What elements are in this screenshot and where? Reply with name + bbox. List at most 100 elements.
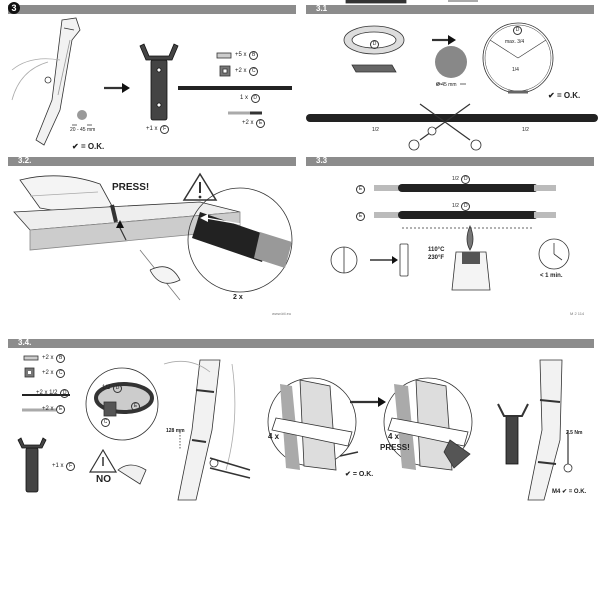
ok-label: ✔ = O.K. (548, 91, 581, 100)
part-f-qty: +1 x F (52, 462, 76, 471)
press-label-b: PRESS! (380, 443, 410, 452)
label-b: B (56, 354, 66, 363)
label-e: E (256, 119, 266, 128)
label-d: D (461, 175, 471, 184)
warning-triangle-icon-small (88, 448, 118, 473)
ring-label-e: E (130, 402, 140, 411)
half-left-label: 1/2 (372, 127, 379, 133)
count-label: 2 x (233, 294, 243, 301)
section-bar-3: 3 (8, 2, 296, 14)
step-number-badge: 3 (8, 2, 20, 14)
part-f-qty: +1 x F (146, 125, 170, 134)
ring-labels: 1/2 D (102, 384, 123, 393)
half-text: 1/2 (452, 203, 459, 209)
part-c-qty-text: +2 x (235, 68, 247, 74)
tube-label-e1: E (355, 185, 365, 194)
label-c: C (56, 369, 66, 378)
warning-triangle-icon (182, 172, 218, 201)
bike-frame-mounted-holder (497, 359, 563, 501)
tube-label-e2: E (355, 212, 365, 221)
part-f-qty-text: +1 x (52, 463, 64, 469)
part-e-qty: +2 x E (42, 405, 66, 414)
section-bar-3-4: 3.4. (8, 338, 594, 348)
part-b-qty: +5 x B (235, 51, 259, 60)
quarter-label: 1/4 (512, 67, 519, 73)
section-bar-3-2: 3.2. (8, 156, 296, 166)
ring-label-c: C (100, 418, 110, 427)
part-d-qty-text: 1 x (240, 95, 249, 101)
label-d: D (370, 40, 379, 49)
part-c-qty: +2 x C (235, 67, 259, 76)
time-label: < 1 min. (540, 273, 563, 279)
clamp-label-d: D (369, 40, 379, 49)
torque-label: 2.5 Nm (566, 430, 583, 436)
scissors-icon (408, 103, 482, 151)
temperature-label: 110°C 230°F (428, 247, 445, 261)
label-d: D (513, 26, 522, 35)
bottle-cage-holder-small (17, 437, 47, 493)
m4-ok-label: M4 ✔ = O.K. (552, 489, 587, 495)
ok-label-a: ✔ = O.K. (345, 471, 374, 478)
ok-label: ✔ = O.K. (72, 142, 105, 151)
count-label-a: 4 x (268, 432, 280, 441)
section-label: 3.4. (18, 338, 32, 347)
section-bar-3-1: 3.1 (306, 4, 594, 14)
max-label: max. 3/4 (505, 39, 525, 45)
distance-label: 128 mm (166, 428, 185, 434)
half-text: 1/2 (452, 176, 459, 182)
part-f-qty-text: +1 x (146, 126, 158, 132)
half-right-label: 1/2 (522, 127, 529, 133)
lighter-flame-illustration (451, 224, 491, 291)
tube-half-1: 1/2 D (452, 175, 471, 184)
section-label: 3.1 (316, 4, 328, 13)
circle-label-d: D (512, 26, 522, 35)
ok-text: = O.K. (568, 489, 587, 495)
frame-tube-section (77, 110, 87, 120)
label-c: C (249, 67, 259, 76)
part-d-qty: +2 x 1/2 D (36, 389, 70, 398)
part-c-qty-text: +2 x (42, 370, 54, 376)
label-d: D (250, 94, 260, 103)
bike-fork-illustration (11, 17, 81, 146)
tube-half-2: 1/2 D (452, 202, 471, 211)
label-e: E (356, 185, 365, 194)
doc-code: M 2 114 (570, 311, 585, 316)
label-c: C (101, 418, 110, 427)
press-label: PRESS! (112, 182, 150, 193)
label-d-circle (427, 126, 437, 136)
ok-text: = O.K. (352, 471, 374, 478)
hose-clamp-ring (343, 25, 405, 73)
website-url: www.ktl.eu (272, 311, 292, 316)
no-label: NO (96, 474, 111, 485)
detail-magnify-circle (187, 187, 293, 293)
tube-cross-section (435, 46, 467, 78)
part-e-qty-text: +2 x (242, 120, 254, 126)
part-e-qty: +2 x E (242, 119, 266, 128)
label-d: D (461, 202, 471, 211)
label-d: D (113, 384, 123, 393)
label-e: E (356, 212, 365, 221)
section-label: 3.3 (316, 156, 328, 165)
label-d: D (60, 389, 70, 398)
part-b-qty: +2 x B (42, 354, 66, 363)
section-bar-3-3: 3.3 (306, 156, 594, 166)
part-d-qty: 1 x D (240, 94, 260, 103)
ok-text: = O.K. (80, 142, 105, 151)
clamp-detail-circle (85, 367, 159, 441)
pliers-icon (209, 457, 251, 479)
label-e: E (131, 402, 140, 411)
part-b-qty-text: +5 x (235, 52, 247, 58)
count-label-b: 4 x (388, 432, 400, 441)
section-label: 3.2. (18, 156, 32, 165)
part-e-qty-text: +2 x (42, 406, 54, 412)
m4-text: M4 (552, 489, 561, 495)
part-d-qty-text: +2 x 1/2 (36, 390, 58, 396)
label-f: F (160, 125, 170, 134)
ring-half-text: 1/2 (102, 385, 111, 391)
label-b: B (249, 51, 259, 60)
allen-key-circle (563, 463, 573, 473)
bottle-cage-holder (139, 43, 179, 121)
hand-press-illustration (13, 175, 241, 301)
bike-frame-tube-1 (163, 359, 236, 501)
